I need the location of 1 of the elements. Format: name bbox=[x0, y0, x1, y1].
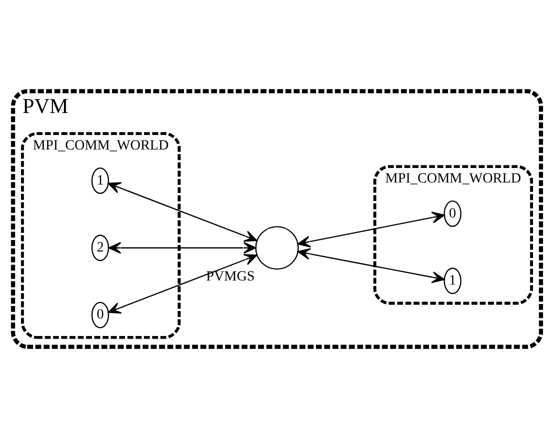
node-label: PVMGS bbox=[206, 268, 255, 284]
